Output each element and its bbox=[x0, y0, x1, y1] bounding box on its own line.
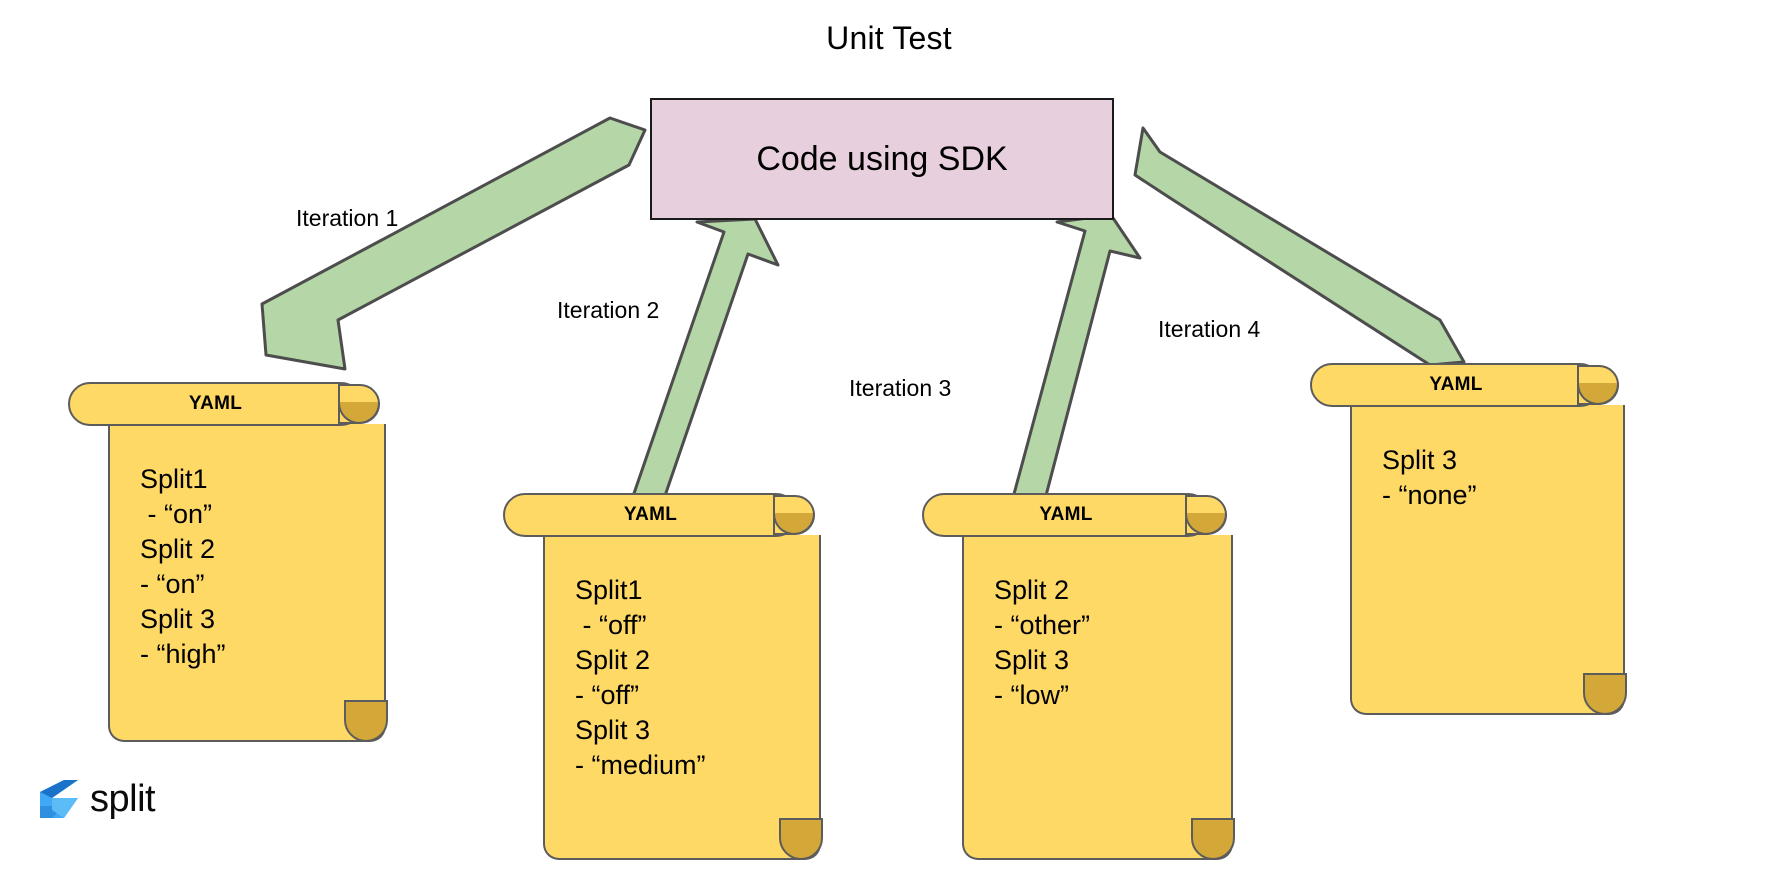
yaml-doc-1-header: YAML bbox=[68, 382, 363, 426]
yaml-doc-4[interactable]: YAML Split 3 - “none” bbox=[1310, 363, 1645, 743]
yaml-doc-4-content: Split 3 - “none” bbox=[1382, 445, 1477, 510]
yaml-doc-2-content: Split1 - “off” Split 2 - “off” Split 3 -… bbox=[575, 575, 706, 780]
arrow-iteration-2 bbox=[628, 217, 780, 521]
process-box: Code using SDK bbox=[650, 98, 1114, 220]
yaml-doc-3[interactable]: YAML Split 2 - “other” Split 3 - “low” bbox=[922, 493, 1252, 868]
yaml-doc-3-header: YAML bbox=[922, 493, 1210, 537]
yaml-doc-4-body bbox=[1350, 405, 1625, 715]
process-box-label: Code using SDK bbox=[756, 139, 1008, 178]
arrow-iteration-3 bbox=[1012, 213, 1142, 509]
yaml-doc-4-header: YAML bbox=[1310, 363, 1602, 407]
yaml-doc-1-content: Split1 - “on” Split 2 - “on” Split 3 - “… bbox=[140, 464, 226, 669]
arrow-iteration-1 bbox=[260, 116, 647, 371]
edge-label-iteration-4: Iteration 4 bbox=[1158, 316, 1261, 342]
page-title: Unit Test bbox=[826, 20, 952, 56]
yaml-doc-2-header-label: YAML bbox=[623, 504, 678, 525]
yaml-doc-1[interactable]: YAML Split1 - “on” Split 2 - “on” Split … bbox=[68, 382, 398, 752]
yaml-doc-4-header-label: YAML bbox=[1429, 374, 1483, 395]
yaml-doc-3-bottom-curl bbox=[1191, 818, 1235, 860]
brand-name: split bbox=[90, 778, 156, 820]
split-logo-icon bbox=[40, 780, 78, 818]
yaml-doc-4-bottom-curl bbox=[1583, 673, 1627, 715]
yaml-doc-1-body bbox=[108, 424, 386, 742]
edge-label-iteration-2: Iteration 2 bbox=[557, 297, 660, 323]
yaml-doc-3-header-label: YAML bbox=[1039, 504, 1093, 525]
yaml-doc-3-body bbox=[962, 535, 1233, 860]
edge-label-iteration-3: Iteration 3 bbox=[849, 375, 952, 401]
yaml-doc-1-header-label: YAML bbox=[188, 393, 243, 414]
yaml-doc-2-body bbox=[543, 535, 821, 860]
yaml-doc-3-content: Split 2 - “other” Split 3 - “low” bbox=[994, 575, 1091, 710]
yaml-doc-2[interactable]: YAML Split1 - “off” Split 2 - “off” Spli… bbox=[503, 493, 833, 868]
yaml-doc-2-header: YAML bbox=[503, 493, 798, 537]
yaml-doc-2-bottom-curl bbox=[779, 818, 823, 860]
brand-logo: split bbox=[38, 778, 156, 820]
yaml-doc-1-bottom-curl bbox=[344, 700, 388, 742]
edge-label-iteration-1: Iteration 1 bbox=[296, 205, 399, 231]
